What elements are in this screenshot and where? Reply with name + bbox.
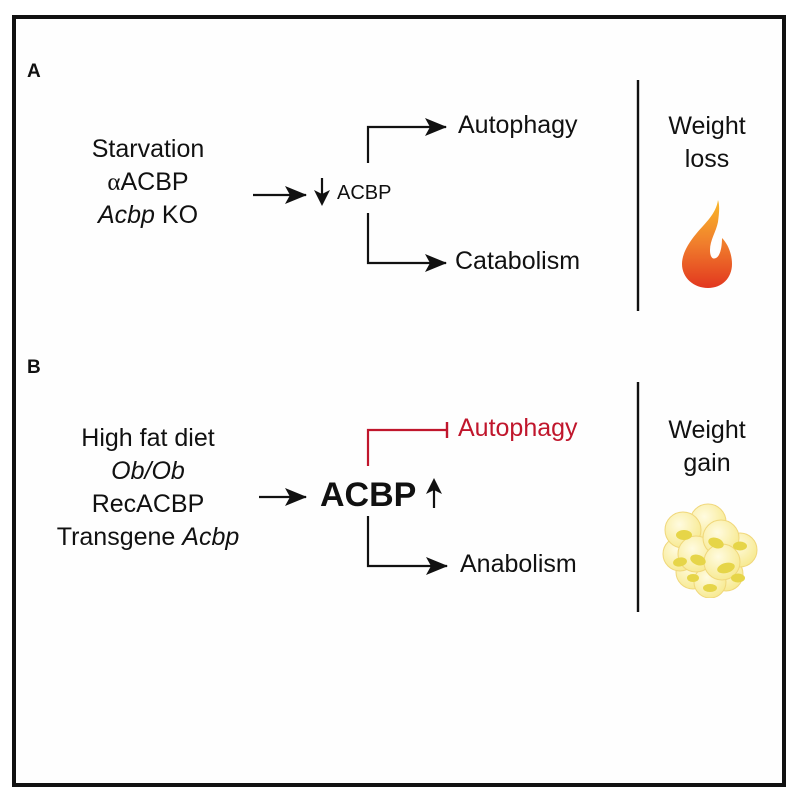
- panel-a-outcome-autophagy: Autophagy: [458, 111, 578, 139]
- panel-a-branch-autophagy: [366, 118, 447, 163]
- panel-a-down-arrow-icon: [314, 178, 330, 206]
- panel-b-result-text: Weight gain: [668, 416, 746, 477]
- condition-item: αACBP: [107, 168, 189, 196]
- panel-b-outcome-autophagy: Autophagy: [458, 414, 578, 442]
- panel-a-result-text: Weight loss: [668, 112, 746, 173]
- panel-b-acbp-label: ACBP: [320, 476, 417, 514]
- panel-a-label: A: [27, 61, 41, 82]
- panel-b-branch-anabolism: [366, 516, 448, 575]
- panel-b-outcome-anabolism: Anabolism: [460, 550, 577, 578]
- panel-b-up-arrow-icon: [426, 478, 442, 508]
- condition-item: High fat diet: [81, 424, 215, 452]
- condition-item: Transgene Acbp: [56, 523, 240, 551]
- condition-item: Ob/Ob: [111, 457, 185, 485]
- figure-frame: [12, 15, 786, 787]
- panel-a-conditions: Starvation αACBP Acbp KO: [28, 133, 268, 232]
- condition-item: Starvation: [91, 135, 205, 163]
- flame-icon: [682, 200, 732, 288]
- condition-item: Acbp KO: [97, 201, 199, 229]
- panel-a-branch-catabolism: [366, 213, 447, 272]
- adipocytes-icon: [662, 503, 758, 598]
- condition-item: RecACBP: [91, 490, 205, 518]
- panel-b-label: B: [27, 357, 41, 378]
- panel-b-conditions: High fat diet Ob/Ob RecACBP Transgene Ac…: [28, 422, 268, 554]
- panel-b-inhibition-autophagy: [366, 428, 447, 466]
- panel-a-outcome-catabolism: Catabolism: [455, 247, 581, 275]
- panel-a-acbp-label: ACBP: [337, 182, 392, 204]
